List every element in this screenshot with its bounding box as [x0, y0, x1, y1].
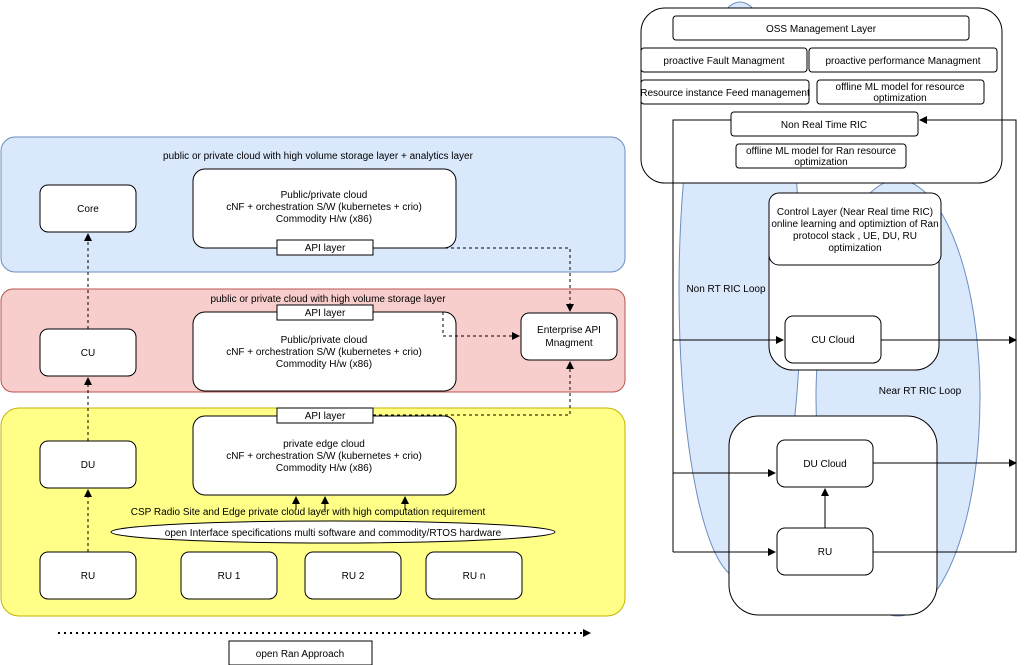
resource-feed-box[interactable]	[640, 79, 810, 105]
offline-ml-ran-line2: optimization	[794, 157, 847, 168]
du-cloud-label: DU Cloud	[803, 459, 846, 470]
non-rt-ric-label: Non Real Time RIC	[781, 120, 867, 131]
api-layer-mid-label: API layer	[305, 308, 346, 319]
edge-cloud-line2: cNF + orchestration S/W (kubernetes + cr…	[226, 451, 422, 462]
oss-layer-box[interactable]	[672, 15, 970, 41]
open-interface-ellipse[interactable]	[110, 520, 556, 544]
cu-label: CU	[81, 348, 95, 359]
control-layer-line4: optimization	[828, 243, 881, 254]
run-label: RU n	[463, 571, 486, 582]
ru-left-label: RU	[81, 571, 95, 582]
edge-cloud-line3: Commodity H/w (x86)	[276, 463, 372, 474]
ru-right-line	[873, 541, 1017, 553]
enterprise-api-line2: Mnagment	[545, 338, 592, 349]
loop-line-left	[672, 119, 731, 552]
perf-mgmt-box[interactable]	[808, 47, 998, 73]
open-interface-label: open Interface specifications multi soft…	[165, 528, 502, 539]
offline-ml-ran-box[interactable]	[735, 143, 907, 169]
api-layer-edge-label: API layer	[305, 411, 346, 422]
approach-label: open Ran Approach	[256, 649, 344, 660]
offline-ml-resource-box[interactable]	[816, 79, 985, 105]
public-cloud-mid-line1: Public/private cloud	[281, 335, 368, 346]
cu-cloud-label: CU Cloud	[811, 335, 854, 346]
public-cloud-top-line3: Commodity H/w (x86)	[276, 214, 372, 225]
du-label: DU	[81, 460, 95, 471]
control-layer-line2: online learning and optimiztion of Ran	[771, 219, 938, 230]
non-rt-loop-label: Non RT RIC Loop	[686, 284, 766, 295]
loop-line-right	[919, 116, 1017, 541]
core-box[interactable]	[39, 184, 137, 233]
approach-box[interactable]	[228, 640, 373, 665]
enterprise-api-box[interactable]	[520, 312, 618, 361]
analytics-layer-title: public or private cloud with high volume…	[163, 151, 474, 162]
arrow-api-mid-enterprise	[442, 312, 520, 340]
ru1-label: RU 1	[218, 571, 241, 582]
ru1-box[interactable]	[180, 551, 278, 600]
offline-ml-ran-line1: offline ML model for Ran resource	[746, 146, 897, 157]
perf-mgmt-label: proactive performance Managment	[825, 56, 980, 67]
non-rt-ric-box[interactable]	[730, 111, 919, 137]
control-layer-line1: Control Layer (Near Real time RIC)	[777, 207, 933, 218]
offline-ml-resource-line2: optimization	[873, 93, 926, 104]
offline-ml-resource-line1: offline ML model for resource	[836, 82, 965, 93]
enterprise-api-line1: Enterprise API	[537, 325, 601, 336]
fault-mgmt-label: proactive Fault Managment	[663, 56, 784, 67]
resource-feed-label: Resource instance Feed management	[640, 88, 810, 99]
public-cloud-mid-line2: cNF + orchestration S/W (kubernetes + cr…	[226, 347, 422, 358]
control-layer-box[interactable]	[768, 192, 942, 266]
fault-mgmt-box[interactable]	[640, 47, 808, 73]
ru2-label: RU 2	[342, 571, 365, 582]
ru-right-label: RU	[818, 547, 832, 558]
near-rt-loop-label: Near RT RIC Loop	[879, 386, 962, 397]
api-layer-top-label: API layer	[305, 243, 346, 254]
ru2-box[interactable]	[304, 551, 402, 600]
run-box[interactable]	[425, 551, 523, 600]
core-label: Core	[77, 204, 99, 215]
public-cloud-mid-line3: Commodity H/w (x86)	[276, 359, 372, 370]
public-cloud-top-line1: Public/private cloud	[281, 190, 368, 201]
api-layer-mid[interactable]	[276, 304, 374, 321]
control-layer-line3: protocol stack , UE, DU, RU	[793, 231, 917, 242]
storage-layer-title: public or private cloud with high volume…	[210, 294, 446, 305]
csp-layer-title: CSP Radio Site and Edge private cloud la…	[131, 507, 486, 518]
edge-cloud-line1: private edge cloud	[283, 439, 365, 450]
public-cloud-top-line2: cNF + orchestration S/W (kubernetes + cr…	[226, 202, 422, 213]
oss-layer-label: OSS Management Layer	[766, 24, 877, 35]
